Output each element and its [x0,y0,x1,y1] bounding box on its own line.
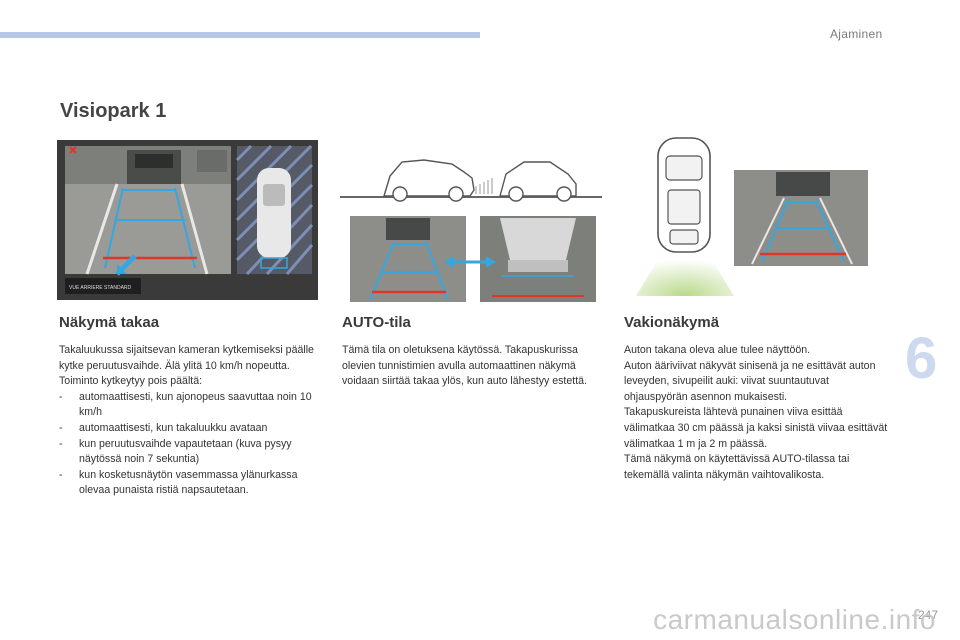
page-number: 247 [917,608,938,622]
section-label: Ajaminen [830,27,883,41]
list-item: automaattisesti, kun ajonopeus saavuttaa… [59,390,329,421]
list-item: kun kosketusnäytön vasemmassa ylänurkass… [59,468,329,499]
page-title: Visiopark 1 [60,100,167,122]
section-title: AUTO-tila [342,314,411,331]
chapter-number: 6 [905,326,938,391]
section-title: Vakionäkymä [624,314,720,331]
view-caption: VUE ARRIERE STANDARD [69,285,132,291]
header-accent-bar [0,32,480,38]
paragraph: Toiminto kytkeytyy pois päältä: [59,375,203,388]
list-item: kun peruutusvaihde vapautetaan (kuva pys… [59,437,329,468]
paragraph: Takaluukussa sijaitsevan kameran kytkemi… [59,344,314,372]
figure-auto-mode [340,159,602,302]
paragraph: Tämä tila on oletuksena käytössä. Takapu… [342,344,587,388]
watermark[interactable]: carmanualsonline.info [653,604,936,635]
figure-rear-view-screen: VUE ARRIERE STANDARD [57,140,318,300]
section-auto-mode: AUTO-tila Tämä tila on oletuksena käytös… [342,314,594,390]
paragraph: Auton takana oleva alue tulee näyttöön. [624,344,811,356]
section-rear-view: Näkymä takaa Takaluukussa sijaitsevan ka… [59,314,329,499]
bullet-list: automaattisesti, kun ajonopeus saavuttaa… [59,390,329,499]
paragraph: Auton ääriviivat näkyvät sinisenä ja ne … [624,359,876,403]
paragraph: Takapuskureista lähtevä punainen viiva e… [624,406,888,450]
list-item: automaattisesti, kun takaluukku avataan [59,421,329,437]
figure-standard-view [636,137,868,296]
section-title: Näkymä takaa [59,314,160,331]
section-standard-view: Vakionäkymä Auton takana oleva alue tule… [624,314,892,483]
paragraph: Tämä näkymä on käytettävissä AUTO-tilass… [624,453,850,481]
